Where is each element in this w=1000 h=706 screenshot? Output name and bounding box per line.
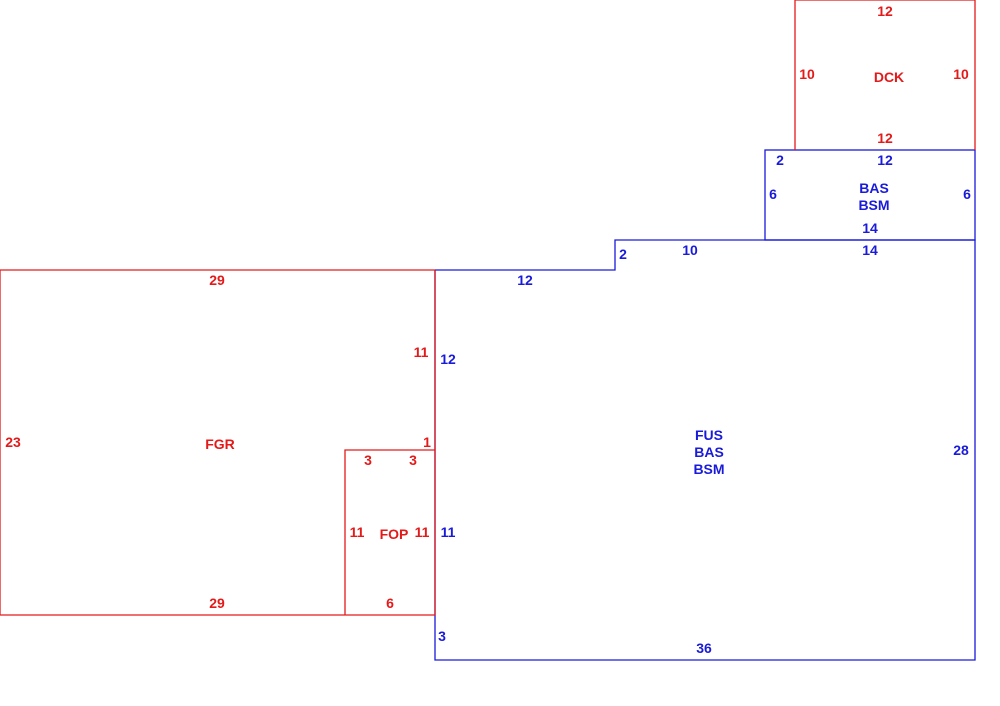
dim-main-left-12: 12 [440,351,456,367]
dim-main-bottom: 36 [696,640,712,656]
area-label-main-1: FUS [695,427,723,443]
dim-fgr-bottom: 29 [209,595,225,611]
dim-bas-top-right: 6 [963,186,971,202]
dim-bas-top-bottom: 14 [862,220,878,236]
area-label-main-2: BAS [694,444,724,460]
area-label-bas-top-2: BSM [858,197,889,213]
area-label-main-3: BSM [693,461,724,477]
dim-main-step: 2 [619,246,627,262]
area-label-bas-top-1: BAS [859,180,889,196]
dim-main-top-12: 12 [517,272,533,288]
dim-bas-top-top: 12 [877,152,893,168]
dim-dck-right: 10 [953,66,969,82]
dim-main-top-10: 10 [682,242,698,258]
dim-dck-bottom: 12 [877,130,893,146]
area-label-dck: DCK [874,69,904,85]
dim-fop-right: 11 [415,524,430,540]
porch-outline [344,449,435,615]
upper-basement-area-outline [764,149,976,241]
dim-fop-left: 11 [350,524,365,540]
area-label-fop: FOP [380,526,409,542]
dim-main-right: 28 [953,442,969,458]
dim-fgr-top: 29 [209,272,225,288]
dim-fgr-notch: 1 [423,434,431,450]
dim-fop-top-right: 3 [409,452,417,468]
deck-outline [794,0,976,150]
dim-fgr-right: 11 [414,344,429,360]
dim-fgr-left: 23 [5,434,21,450]
dim-main-left-11: 11 [441,524,456,540]
dim-fop-top-left: 3 [364,452,372,468]
dim-bas-top-corner: 2 [776,152,784,168]
area-label-fgr: FGR [205,436,235,452]
dim-dck-left: 10 [799,66,815,82]
dim-fop-bottom: 6 [386,595,394,611]
dim-main-top-14: 14 [862,242,878,258]
dim-dck-top: 12 [877,3,893,19]
dim-bas-top-left: 6 [769,186,777,202]
garage-outline [0,269,436,616]
dim-main-left-3: 3 [438,628,446,644]
